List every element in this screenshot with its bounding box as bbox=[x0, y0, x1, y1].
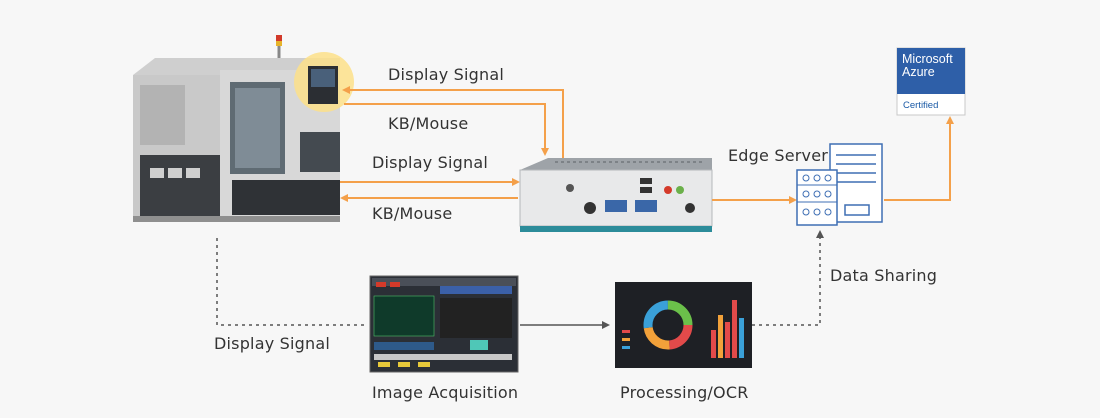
processing-ocr-dashboard-icon bbox=[615, 282, 752, 368]
azure-line-azure: Azure bbox=[902, 65, 935, 79]
label-kb-mouse-top: KB/Mouse bbox=[388, 114, 469, 133]
edge-server-icon bbox=[796, 143, 883, 226]
edge-computer-icon bbox=[519, 158, 713, 232]
label-edge-server: Edge Server bbox=[728, 146, 829, 165]
connector-display-signal-top bbox=[342, 86, 564, 160]
azure-certified-badge-icon bbox=[896, 47, 966, 116]
label-kb-mouse-mid: KB/Mouse bbox=[372, 204, 453, 223]
azure-badge-certified: Certified bbox=[903, 100, 939, 111]
connector-server-to-azure bbox=[884, 116, 954, 201]
label-image-acquisition: Image Acquisition bbox=[372, 383, 519, 402]
label-display-signal-mid: Display Signal bbox=[372, 153, 489, 172]
connector-data-sharing bbox=[752, 230, 824, 326]
azure-badge-title: Microsoft Azure bbox=[902, 53, 953, 79]
connector-kb-mouse-top bbox=[344, 103, 549, 156]
label-display-signal-top: Display Signal bbox=[388, 65, 505, 84]
connector-display-signal-bottom bbox=[216, 238, 365, 326]
image-acquisition-screen-icon bbox=[369, 275, 519, 373]
label-data-sharing: Data Sharing bbox=[830, 266, 938, 285]
azure-line-microsoft: Microsoft bbox=[902, 52, 953, 66]
label-display-signal-bottom: Display Signal bbox=[214, 334, 331, 353]
cnc-machine-icon bbox=[133, 35, 354, 222]
label-processing-ocr: Processing/OCR bbox=[620, 383, 749, 402]
